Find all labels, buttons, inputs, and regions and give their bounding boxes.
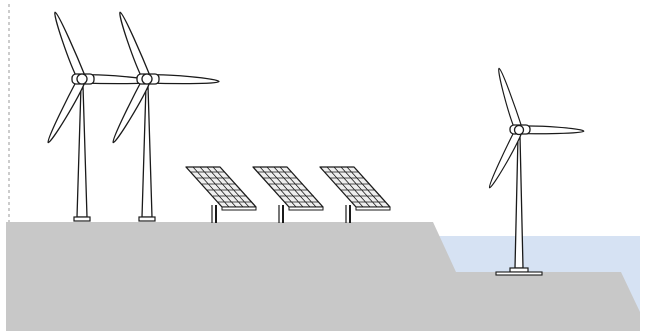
solar-panel [186,167,256,223]
onshore-wind-turbine [45,11,154,221]
solar-panel [320,167,390,223]
solar-panel [253,167,323,223]
onshore-wind-turbine [110,11,219,221]
